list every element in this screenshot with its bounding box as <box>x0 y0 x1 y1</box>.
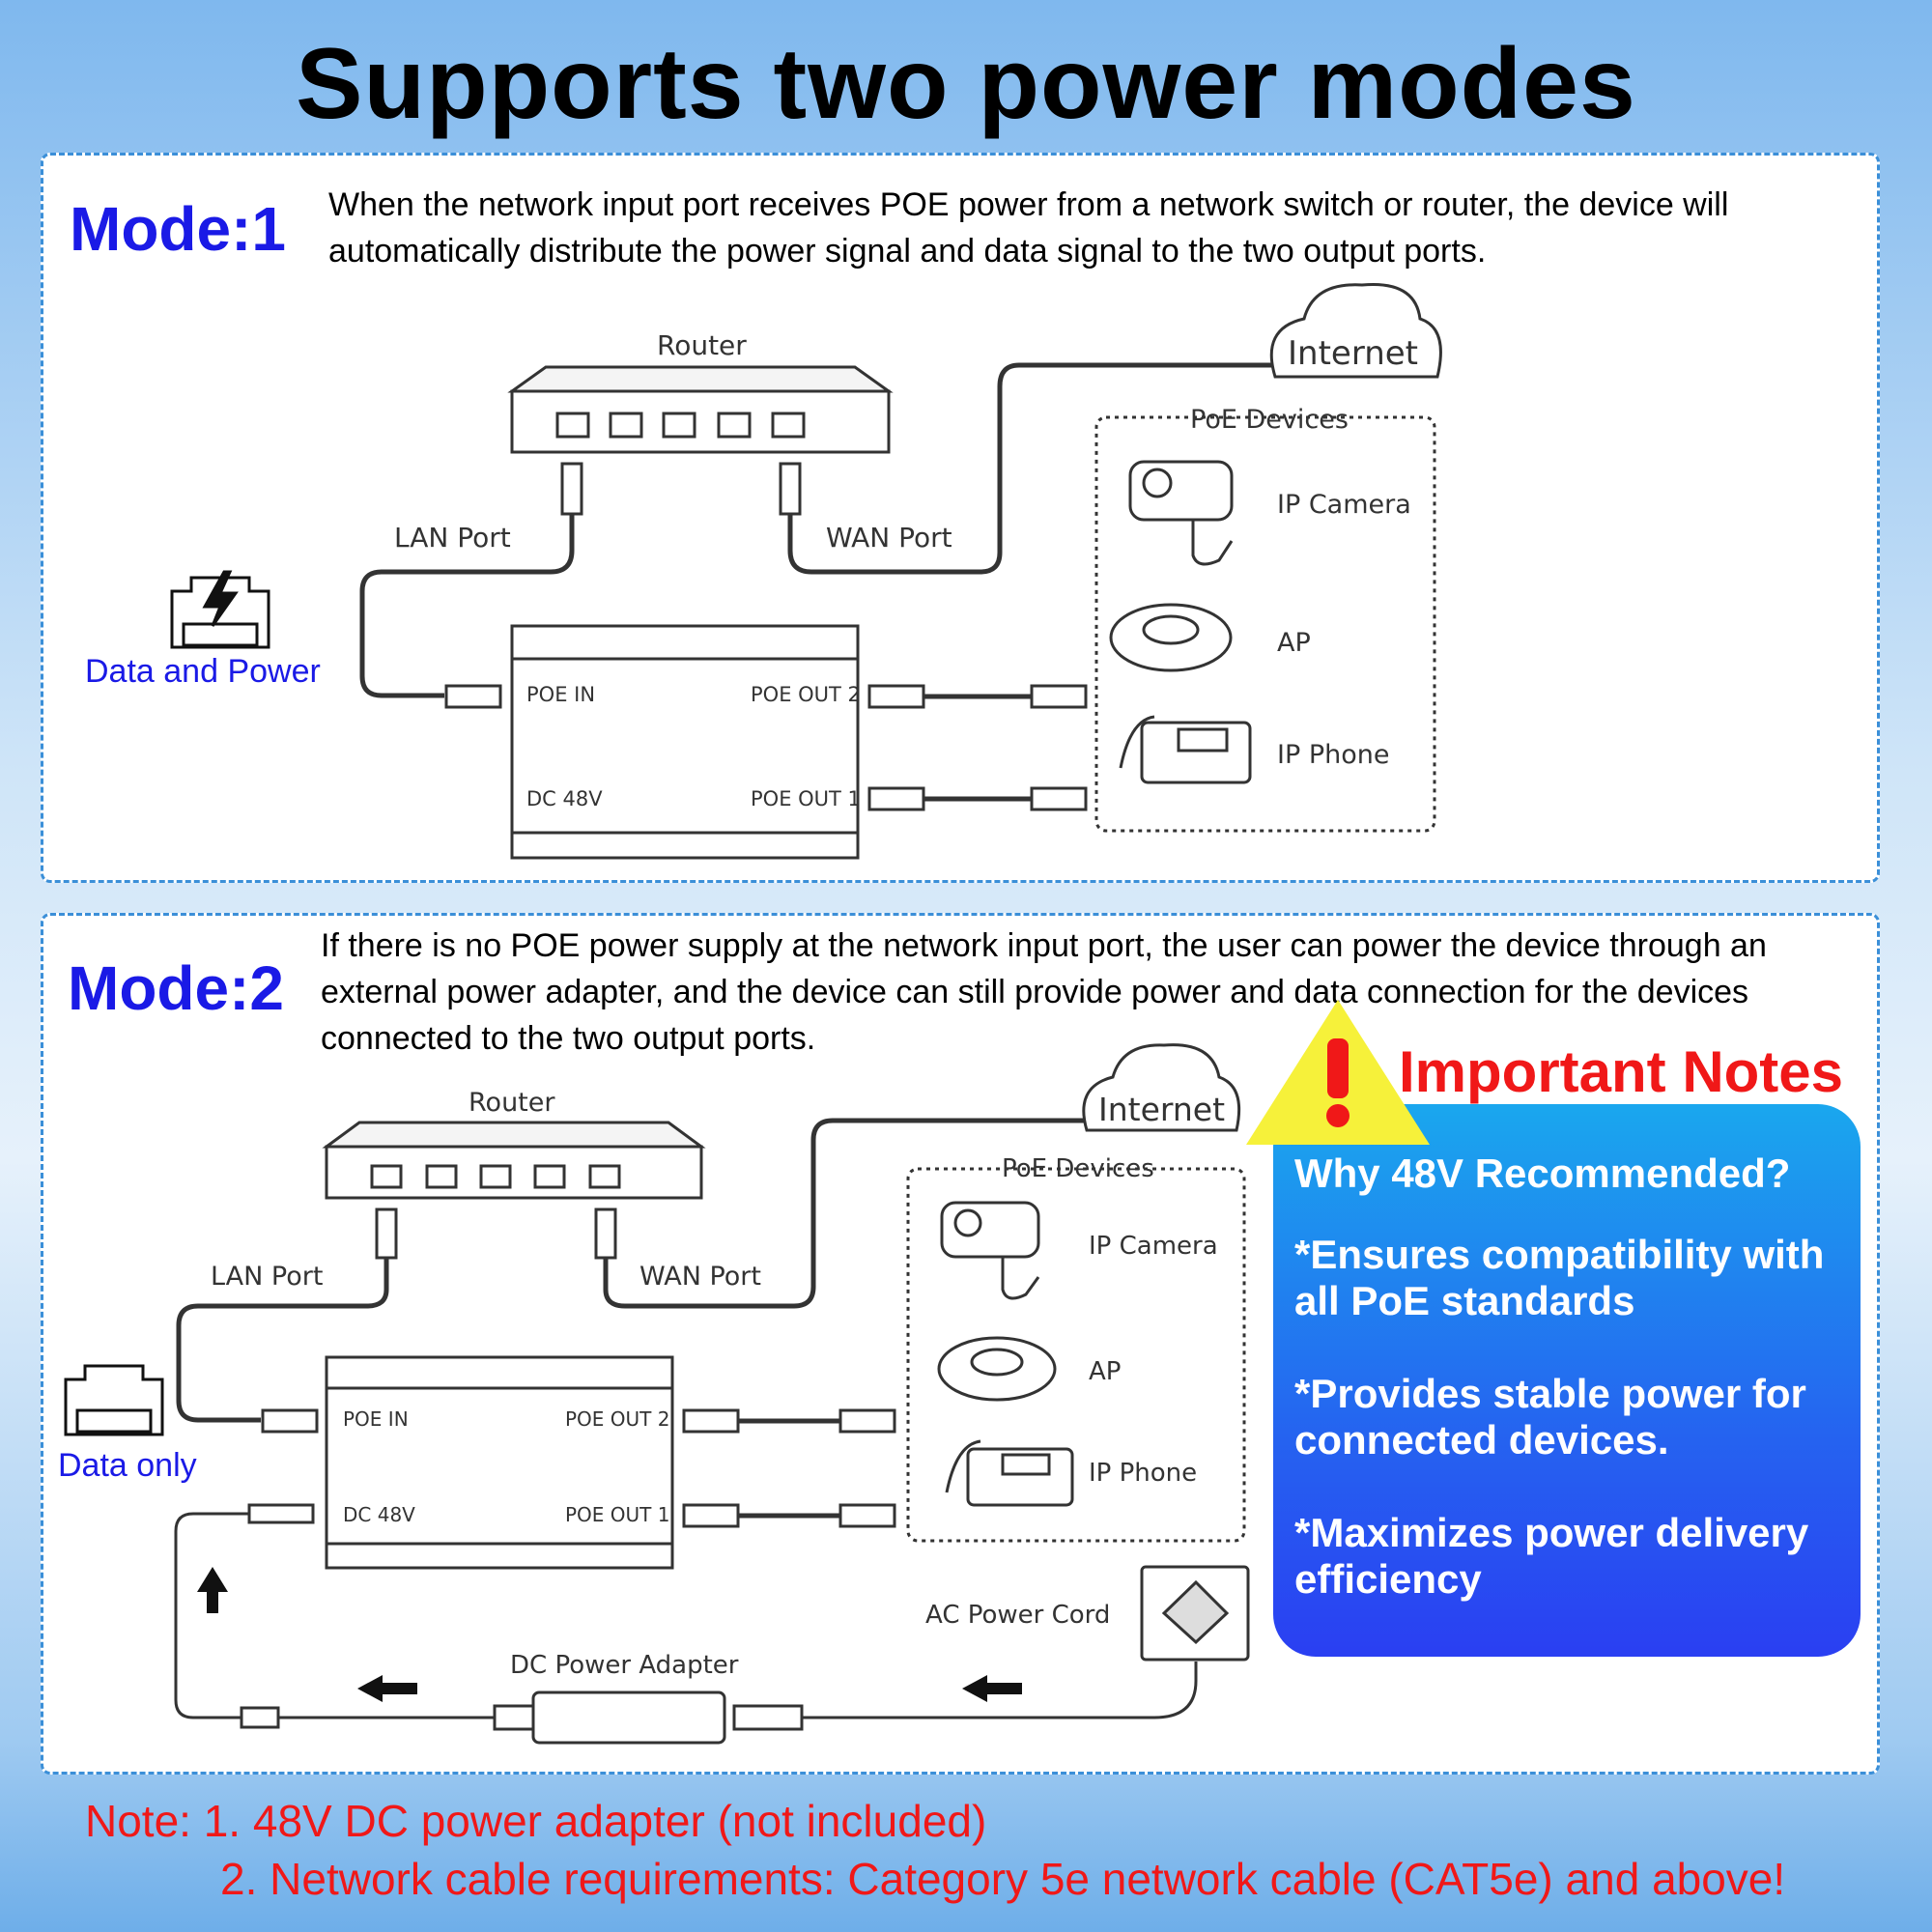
warning-icon <box>1246 1000 1430 1145</box>
data-only-label: Data only <box>58 1447 197 1484</box>
note-line-1: Note: 1. 48V DC power adapter (not inclu… <box>85 1796 987 1846</box>
page-title: Supports two power modes <box>296 28 1636 140</box>
important-notes-card: Why 48V Recommended? *Ensures compatibil… <box>1273 1104 1861 1657</box>
mode-2-label: Mode:2 <box>68 953 284 1023</box>
notes-item: *Maximizes power delivery efficiency <box>1294 1510 1809 1602</box>
mode-1-description: When the network input port receives POE… <box>328 186 1729 270</box>
mode-1-label: Mode:1 <box>70 194 286 264</box>
notes-item: *Ensures compatibility with all PoE stan… <box>1294 1232 1825 1323</box>
note-line-2: 2. Network cable requirements: Category … <box>220 1854 1786 1904</box>
data-and-power-label: Data and Power <box>85 653 321 690</box>
mode-2-description: If there is no POE power supply at the n… <box>321 927 1767 1057</box>
notes-heading: Why 48V Recommended? <box>1294 1151 1791 1196</box>
important-notes-title: Important Notes <box>1399 1039 1844 1104</box>
notes-item: *Provides stable power for connected dev… <box>1294 1371 1806 1463</box>
